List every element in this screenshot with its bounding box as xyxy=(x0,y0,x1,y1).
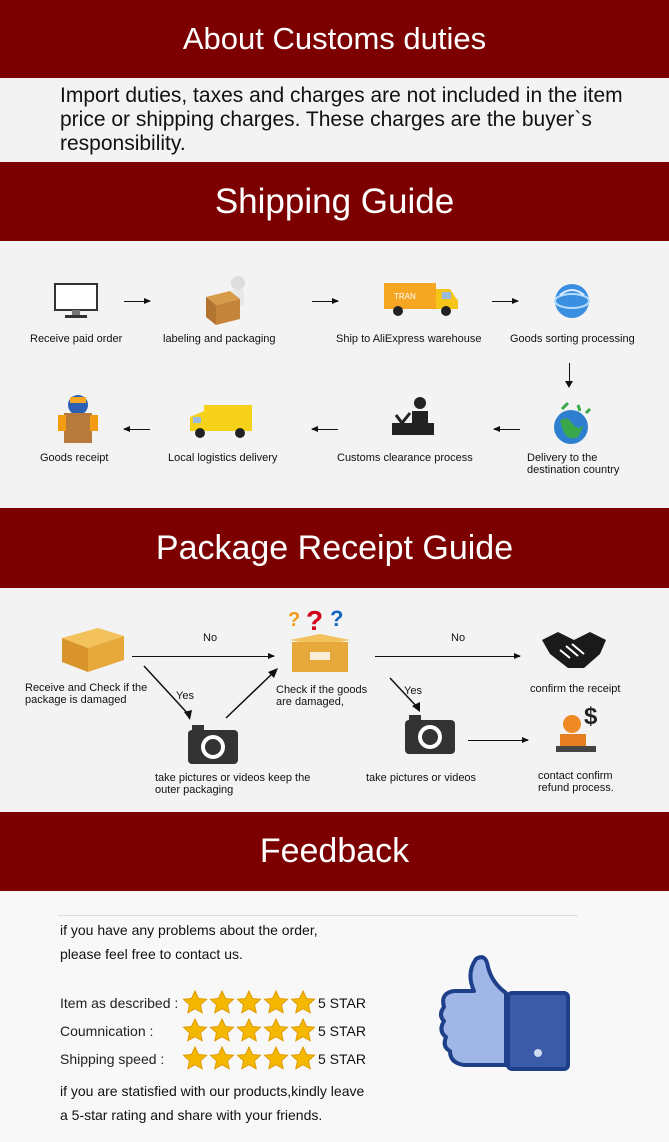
customs-title: About Customs duties xyxy=(182,21,487,56)
rating-label-communication: Coumnication : xyxy=(60,1023,154,1039)
star-icon xyxy=(209,1046,235,1070)
feedback-line1: if you have any problems about the order… xyxy=(60,922,318,938)
customs-header: About Customs duties xyxy=(0,0,669,78)
closed-box-icon xyxy=(62,628,124,672)
earth-icon xyxy=(554,401,592,444)
star-icon xyxy=(236,1046,262,1070)
svg-text:?: ? xyxy=(306,606,323,636)
step-labeling: labeling and packaging xyxy=(163,333,276,345)
check-goods-label: Check if the goods are damaged, xyxy=(276,684,368,708)
receipt-box-icon xyxy=(58,395,98,443)
arrow-3 xyxy=(492,298,519,304)
confirm-receipt-label: confirm the receipt xyxy=(530,683,621,695)
star-icon xyxy=(209,990,235,1014)
packaging-icon xyxy=(206,276,245,325)
feedback-line2: please feel free to contact us. xyxy=(60,946,243,962)
arrow-no-1 xyxy=(132,653,275,659)
star-icon xyxy=(182,1018,208,1042)
shipping-header: Shipping Guide xyxy=(0,162,669,241)
star-row-item xyxy=(182,990,316,1014)
label-yes-1: Yes xyxy=(176,690,194,702)
arrow-7 xyxy=(493,426,520,432)
svg-text:TRAN: TRAN xyxy=(394,292,416,301)
thumbs-up-icon xyxy=(439,955,570,1071)
svg-text:?: ? xyxy=(288,609,300,631)
star-row-shipping xyxy=(182,1046,316,1070)
star-icon xyxy=(263,990,289,1014)
star-icon xyxy=(209,1018,235,1042)
star-icon xyxy=(236,990,262,1014)
shipping-section: TRAN Receive paid order labeling and pac… xyxy=(0,241,669,508)
receipt-section: ? ? ? No No Receive and Check if the pac… xyxy=(0,588,669,812)
star-icon xyxy=(290,990,316,1014)
svg-text:?: ? xyxy=(330,606,343,631)
label-no-1: No xyxy=(203,632,218,644)
rating-value-shipping: 5 STAR xyxy=(318,1051,366,1067)
rating-value-communication: 5 STAR xyxy=(318,1023,366,1039)
step-local-delivery: Local logistics delivery xyxy=(168,452,278,464)
step-goods-receipt: Goods receipt xyxy=(40,452,109,464)
rating-value-item: 5 STAR xyxy=(318,995,366,1011)
step-ship-warehouse: Ship to AliExpress warehouse xyxy=(336,333,482,345)
support-agent-icon: $ xyxy=(556,703,598,752)
rating-label-shipping: Shipping speed : xyxy=(60,1051,165,1067)
refund-label: contact confirm refund process. xyxy=(538,770,614,794)
pictures-keep-label: take pictures or videos keep the outer p… xyxy=(155,772,311,796)
customs-officer-icon xyxy=(392,397,434,435)
globe-icon xyxy=(554,284,590,318)
star-icon xyxy=(182,990,208,1014)
arrow-6 xyxy=(311,426,338,432)
star-icon xyxy=(182,1046,208,1070)
arrow-no-2 xyxy=(375,653,521,659)
star-icon xyxy=(290,1018,316,1042)
step-delivery-destination: Delivery to the destination country xyxy=(527,452,620,476)
step-customs: Customs clearance process xyxy=(337,452,473,464)
van-icon xyxy=(190,405,252,438)
arrow-1 xyxy=(124,298,151,304)
pictures-label: take pictures or videos xyxy=(366,772,477,784)
camera-icon-2 xyxy=(405,715,455,754)
star-row-communication xyxy=(182,1018,316,1042)
feedback-footer2: a 5-star rating and share with your frie… xyxy=(60,1107,323,1123)
step-sorting: Goods sorting processing xyxy=(510,333,635,345)
question-box-icon: ? ? ? xyxy=(288,606,350,672)
handshake-icon xyxy=(542,632,606,668)
star-icon xyxy=(290,1046,316,1070)
delivery-truck-icon: TRAN xyxy=(384,283,458,316)
label-yes-2: Yes xyxy=(404,685,422,697)
feedback-section: if you have any problems about the order… xyxy=(0,891,669,1142)
arrow-5 xyxy=(123,426,150,432)
arrow-down xyxy=(569,363,570,383)
star-icon xyxy=(263,1046,289,1070)
arrow-refund xyxy=(468,737,529,743)
customs-text: Import duties, taxes and charges are not… xyxy=(60,84,623,155)
camera-icon xyxy=(188,725,238,764)
svg-text:$: $ xyxy=(584,703,598,730)
arrow-2 xyxy=(312,298,339,304)
receipt-header: Package Receipt Guide xyxy=(0,508,669,588)
step-receive-order: Receive paid order xyxy=(30,333,123,345)
feedback-footer1: if you are statisfied with our products,… xyxy=(60,1083,365,1099)
check-package-label: Receive and Check if the package is dama… xyxy=(25,682,148,706)
shipping-title: Shipping Guide xyxy=(214,182,455,221)
star-icon xyxy=(236,1018,262,1042)
feedback-title: Feedback xyxy=(259,832,410,870)
monitor-icon xyxy=(54,283,98,318)
label-no-2: No xyxy=(451,632,466,644)
star-icon xyxy=(263,1018,289,1042)
rating-label-item: Item as described : xyxy=(60,995,179,1011)
feedback-header: Feedback xyxy=(0,812,669,891)
receipt-title: Package Receipt Guide xyxy=(155,529,514,567)
